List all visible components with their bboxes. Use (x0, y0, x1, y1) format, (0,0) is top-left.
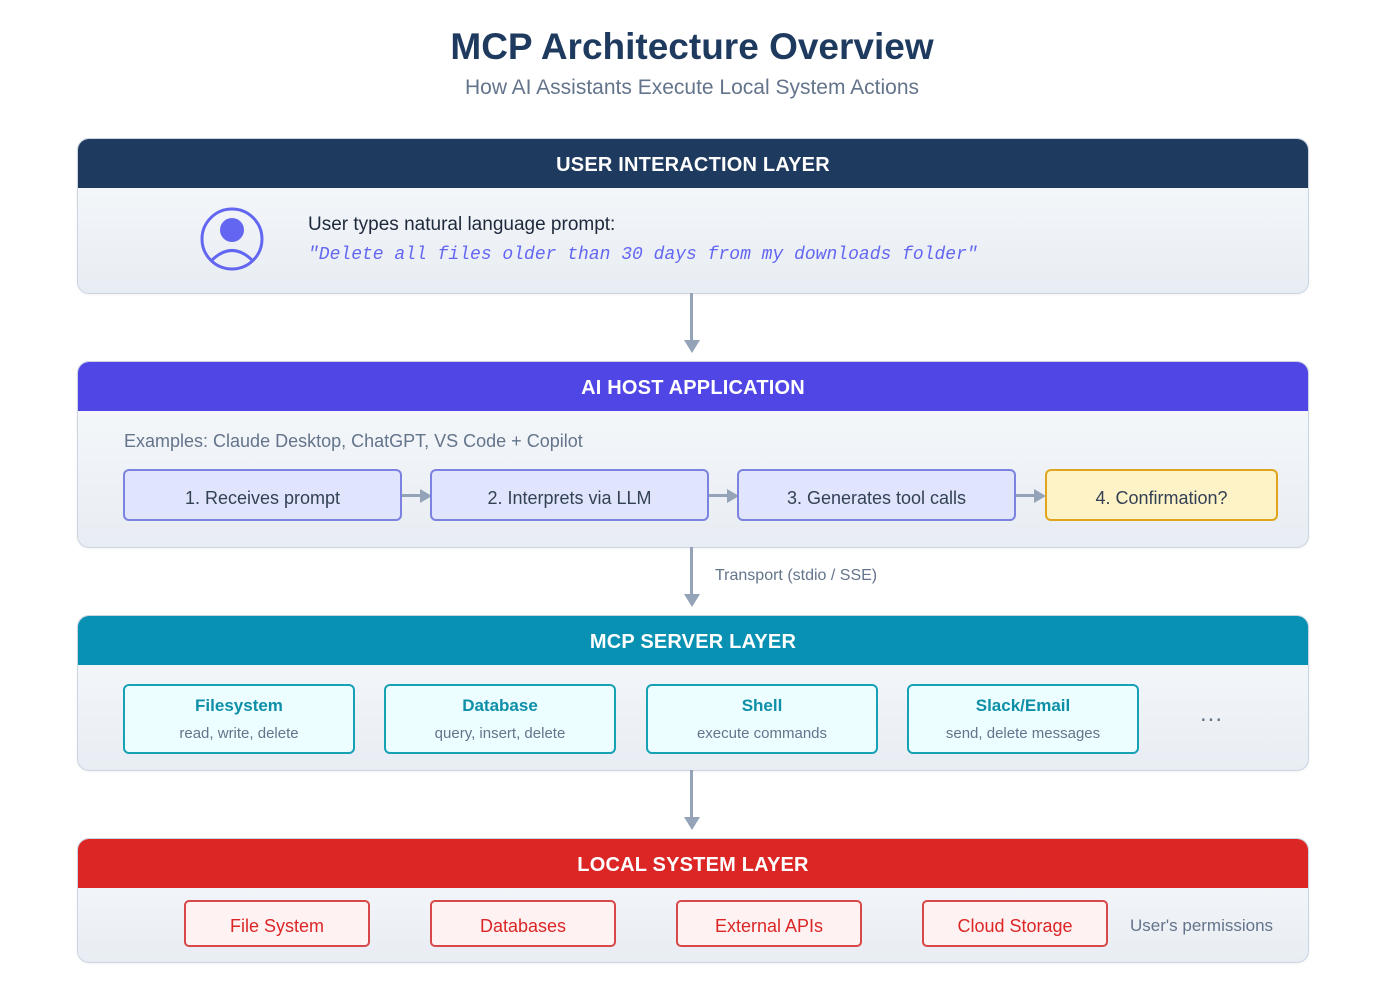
arrow-user-to-host (690, 293, 693, 341)
step-arrow-2-head (727, 489, 739, 503)
resource-cloud-storage: Cloud Storage (922, 900, 1108, 947)
page-subtitle: How AI Assistants Execute Local System A… (464, 76, 920, 99)
step-arrow-1 (402, 494, 424, 497)
user-avatar-icon (199, 206, 265, 277)
more-servers-ellipsis: ... (1200, 700, 1224, 727)
step-generates-tool-calls: 3. Generates tool calls (737, 469, 1016, 521)
step-arrow-3-head (1034, 489, 1046, 503)
server-layer-header: MCP SERVER LAYER (78, 616, 1308, 665)
arrow-server-to-system (690, 770, 693, 818)
arrow-host-to-server-head (684, 594, 700, 607)
server-desc: execute commands (696, 725, 828, 742)
server-name: Shell (741, 696, 783, 715)
step-arrow-3 (1016, 494, 1038, 497)
page-title: MCP Architecture Overview (450, 26, 934, 67)
server-card-filesystem: Filesystem read, write, delete (123, 684, 355, 754)
step-arrow-1-head (420, 489, 432, 503)
mcp-server-layer: MCP SERVER LAYER Filesystem read, write,… (77, 615, 1309, 771)
arrow-server-to-system-head (684, 817, 700, 830)
ai-host-layer: AI HOST APPLICATION Examples: Claude Des… (77, 361, 1309, 548)
server-card-database: Database query, insert, delete (384, 684, 616, 754)
local-system-layer: LOCAL SYSTEM LAYER File System Databases… (77, 838, 1309, 963)
server-name: Slack/Email (975, 696, 1071, 715)
user-interaction-layer: USER INTERACTION LAYER User types natura… (77, 138, 1309, 294)
resource-external-apis: External APIs (676, 900, 862, 947)
step-receives-prompt: 1. Receives prompt (123, 469, 402, 521)
step-arrow-2 (709, 494, 731, 497)
transport-label: Transport (stdio / SSE) (715, 567, 878, 584)
host-examples: Examples: Claude Desktop, ChatGPT, VS Co… (124, 431, 583, 451)
host-layer-header: AI HOST APPLICATION (78, 362, 1308, 411)
permissions-note: User's permissions (1130, 916, 1274, 935)
server-desc: read, write, delete (179, 725, 299, 742)
server-desc: send, delete messages (945, 725, 1101, 742)
server-card-shell: Shell execute commands (646, 684, 878, 754)
resource-databases: Databases (430, 900, 616, 947)
prompt-label: User types natural language prompt: (308, 214, 616, 235)
prompt-example: "Delete all files older than 30 days fro… (308, 245, 978, 265)
server-card-slack-email: Slack/Email send, delete messages (907, 684, 1139, 754)
server-desc: query, insert, delete (434, 725, 566, 742)
server-name: Database (462, 696, 538, 715)
server-name: Filesystem (195, 696, 283, 715)
step-interprets-llm: 2. Interprets via LLM (430, 469, 709, 521)
arrow-host-to-server (690, 547, 693, 595)
system-layer-header: LOCAL SYSTEM LAYER (78, 839, 1308, 888)
user-layer-header: USER INTERACTION LAYER (78, 139, 1308, 188)
resource-file-system: File System (184, 900, 370, 947)
step-confirmation: 4. Confirmation? (1045, 469, 1278, 521)
arrow-user-to-host-head (684, 340, 700, 353)
